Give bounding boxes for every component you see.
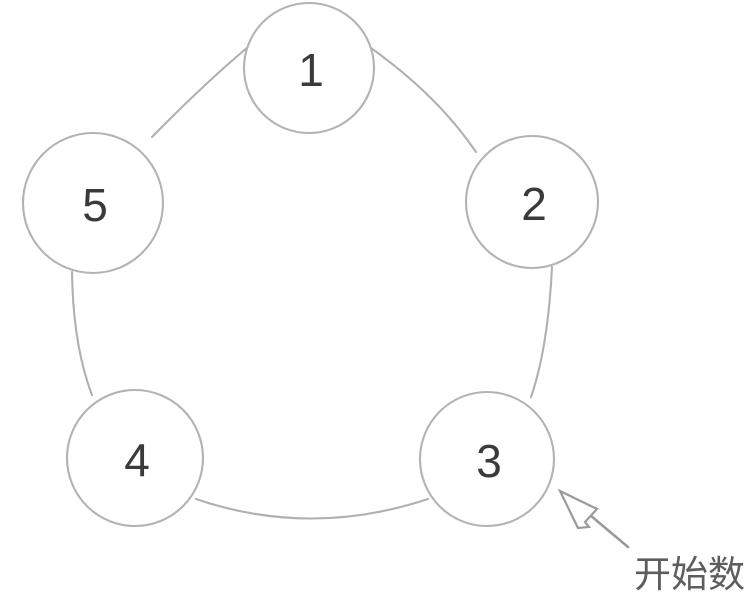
node-4[interactable]: 4 [65,388,205,528]
node-5[interactable]: 5 [21,131,165,275]
start-annotation-label-wrap: 开始数 [634,556,745,593]
node-4-label: 4 [124,434,150,486]
link-2-to-3 [529,265,554,399]
node-4-circle[interactable] [65,388,205,528]
link-group [70,45,554,520]
node-5-label: 5 [82,179,108,231]
start-annotation-arrow [557,488,630,549]
link-3-to-4 [194,497,430,520]
node-1-label: 1 [298,44,324,96]
node-3-circle[interactable] [418,390,556,528]
node-3[interactable]: 3 [418,390,556,528]
node-1-circle[interactable] [242,1,376,135]
node-3-label: 3 [476,435,502,487]
node-2[interactable]: 2 [464,134,600,270]
link-4-to-5 [70,270,94,397]
node-5-circle[interactable] [21,131,165,275]
link-1-to-2 [369,46,478,154]
node-group: 1 2 3 4 5 [21,1,600,528]
start-annotation-label: 开始数 [634,553,745,596]
node-2-label: 2 [521,178,547,230]
annotation-arrow-head-icon [557,488,599,530]
link-5-to-1 [150,45,250,139]
node-1[interactable]: 1 [242,1,376,135]
node-2-circle[interactable] [464,134,600,270]
